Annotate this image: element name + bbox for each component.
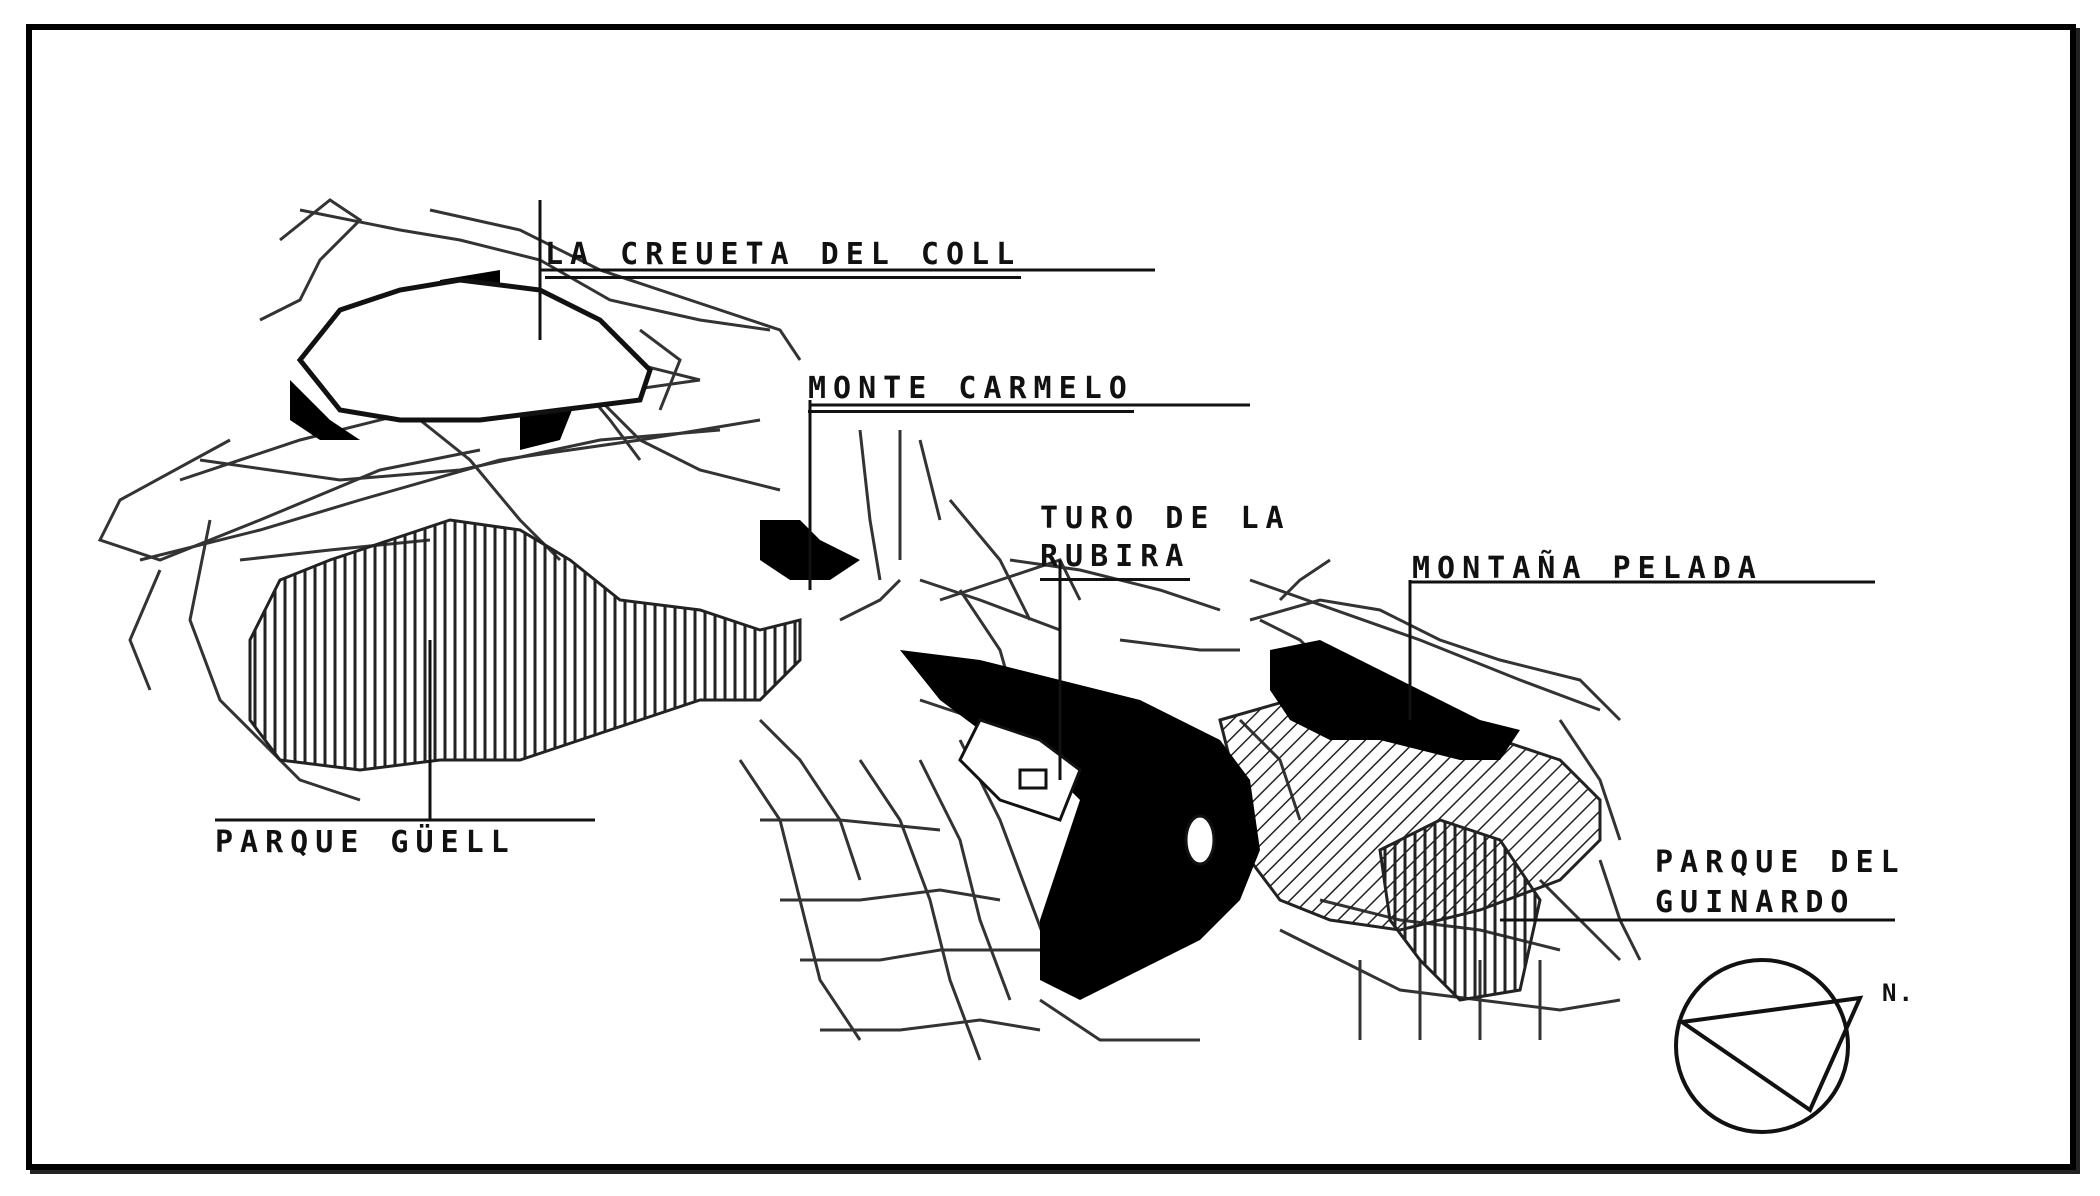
label-turo-rubira-line1: TURO DE LA bbox=[1040, 501, 1291, 536]
label-parque-guell: PARQUE GÜELL bbox=[215, 825, 516, 860]
label-creueta-del-coll: LA CREUETA DEL COLL bbox=[545, 237, 1022, 279]
label-monte-carmelo: MONTE CARMELO bbox=[808, 371, 1134, 413]
label-turo-rubira-line2: RUBIRA bbox=[1040, 539, 1191, 581]
montana-pelada-top-area bbox=[1270, 640, 1520, 760]
leader-lines bbox=[215, 200, 1895, 922]
parque-guell-area bbox=[248, 518, 802, 772]
label-parque-guinardo-line1: PARQUE DEL bbox=[1655, 845, 1906, 880]
north-compass bbox=[1674, 958, 1864, 1134]
north-label: N. bbox=[1882, 979, 1915, 1007]
label-parque-guinardo-line2: GUINARDO bbox=[1655, 885, 1856, 920]
creueta-lake bbox=[296, 277, 653, 423]
turo-rubira-area bbox=[900, 650, 1260, 1000]
rubira-clearings bbox=[958, 718, 1216, 866]
label-montana-pelada: MONTAÑA PELADA bbox=[1412, 551, 1763, 586]
